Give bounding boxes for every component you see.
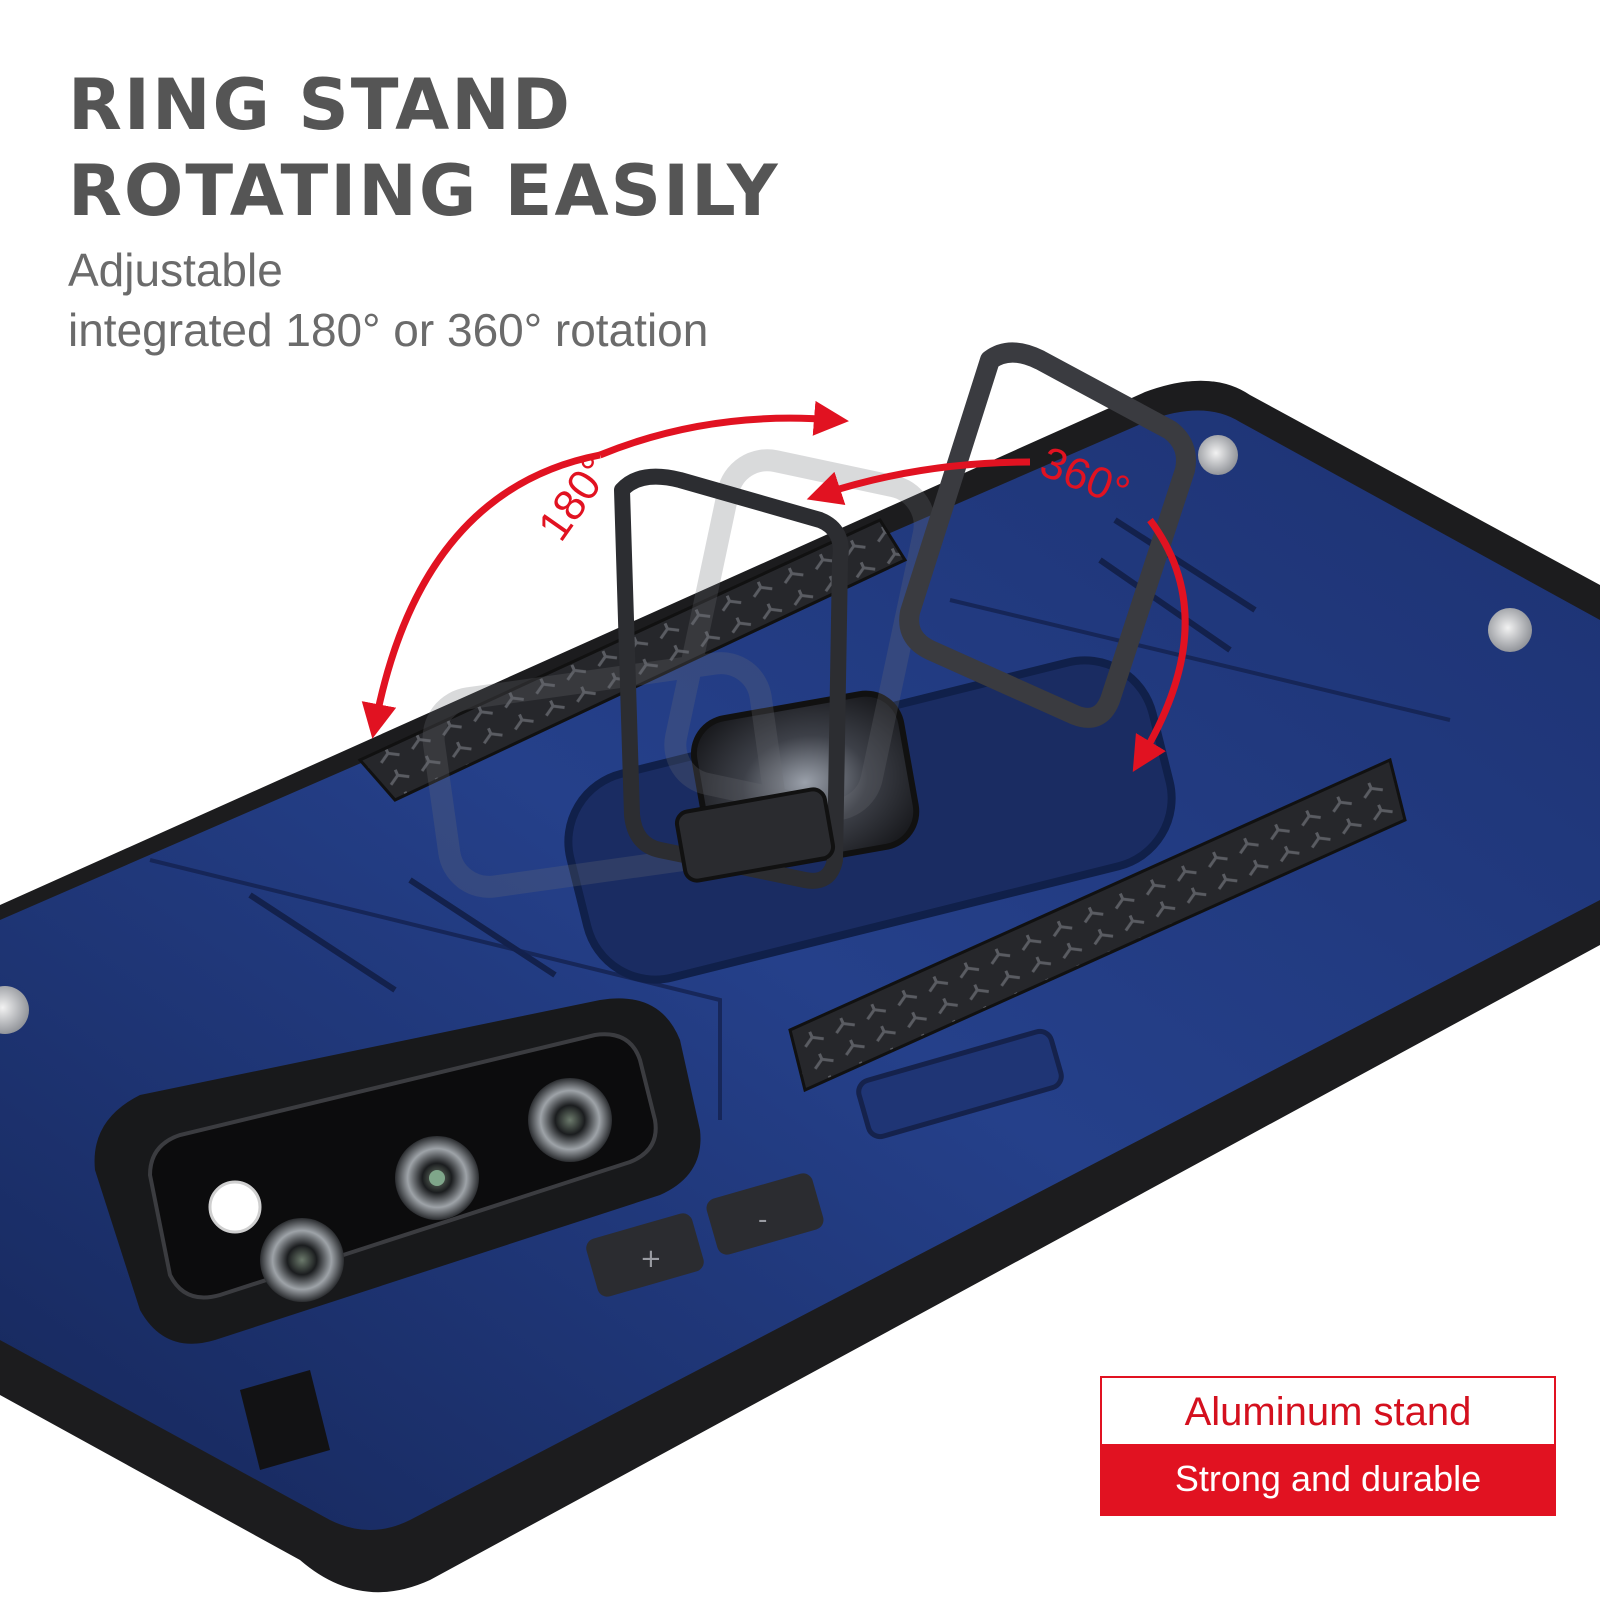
screw-icon [1488,608,1532,652]
ring-frame-front [614,468,849,889]
subtitle-line-2: integrated 180° or 360° rotation [68,304,709,356]
badge-strong-durable: Strong and durable [1102,1444,1554,1514]
camera-flash [208,1180,262,1234]
ring-frame-rotated [899,342,1196,728]
badge-aluminum-stand: Aluminum stand [1184,1389,1472,1434]
feature-badge: Aluminum stand Strong and durable [1100,1376,1556,1516]
tread-panel-lower [788,757,1407,1093]
rotation-label-180: 180° [529,447,621,550]
camera-lens-icon [528,1078,612,1162]
headline-line-1: RING STAND [68,64,572,146]
headline: RING STAND ROTATING EASILY [68,62,780,234]
volume-down-label: - [758,1205,767,1235]
rotation-arrow-180 [361,451,601,739]
subtitle: Adjustable integrated 180° or 360° rotat… [68,240,708,360]
screw-icon [0,986,29,1034]
rotation-arrow-360 [806,458,1031,506]
screw-icon [1198,435,1238,475]
subtitle-line-1: Adjustable [68,244,283,296]
headline-line-2: ROTATING EASILY [68,150,780,232]
volume-up-label: + [640,1244,662,1274]
camera-lens-icon [260,1218,344,1302]
